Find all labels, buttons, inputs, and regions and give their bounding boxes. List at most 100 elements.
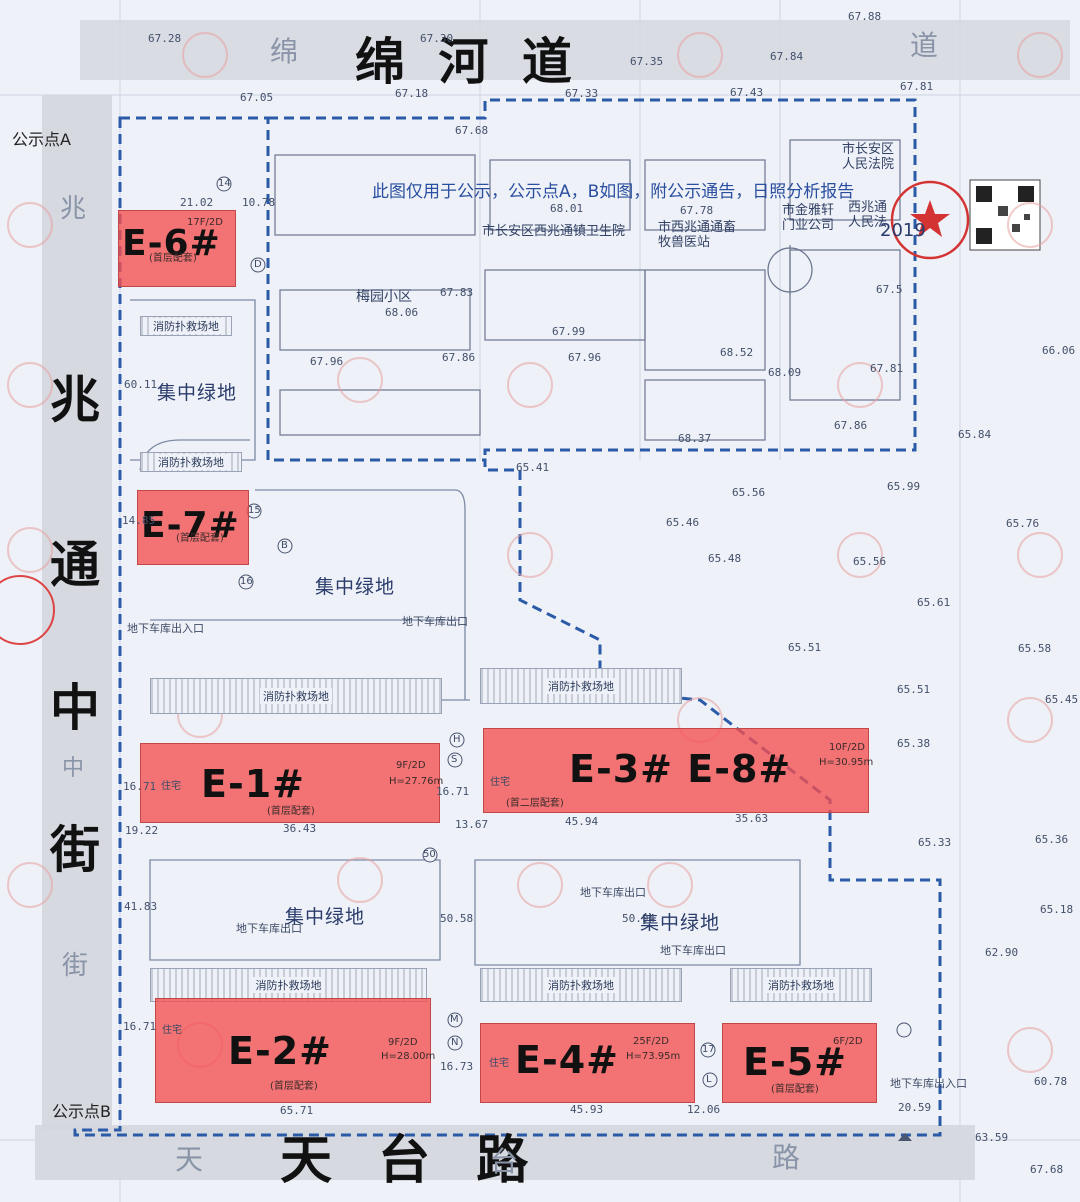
building-e4-label: E-4#: [515, 1038, 620, 1082]
place-clinic: 市长安区西兆通镇卫生院: [482, 224, 626, 239]
elevation-1: 67.28: [148, 32, 182, 45]
building-e3-residence: 住宅: [490, 777, 510, 788]
elevation-15: 68.06: [385, 306, 419, 319]
building-e5-label: E-5#: [743, 1040, 848, 1084]
elevation-18: 67.86: [442, 351, 476, 364]
elevation-6: 67.18: [395, 87, 429, 100]
grid-marker-15: 15: [248, 505, 261, 516]
fire-area-7: 消防扑救场地: [730, 968, 872, 1002]
elevation-9: 67.81: [900, 80, 934, 93]
building-e2[interactable]: 住宅 E-2# 9F/2D H=28.00m (首层配套): [155, 998, 435, 1103]
elevation-13: 67.78: [680, 204, 714, 217]
grid-marker-50: 50: [423, 849, 436, 860]
dimension-3: 60.11: [124, 378, 158, 391]
elevation-22: 67.81: [870, 362, 904, 375]
elevation-45: 66.06: [1042, 344, 1076, 357]
garage-exit-label-3: 地下车库出口: [236, 922, 302, 935]
building-e1-sub: (首层配套): [267, 806, 315, 817]
elevation-12: 68.01: [550, 202, 584, 215]
grid-marker-n: N: [451, 1037, 459, 1048]
building-e6[interactable]: E-6# 17F/2D (首层配套): [118, 210, 236, 287]
elevation-40: 65.18: [1040, 903, 1074, 916]
grid-marker-14: 14: [218, 178, 231, 189]
building-e4[interactable]: 住宅 E-4# 25F/2D H=73.95m: [480, 1023, 695, 1103]
dimension-2: 10.78: [242, 196, 276, 209]
elevation-46: 65.45: [1045, 693, 1079, 706]
site-boundary-north: [268, 98, 917, 460]
grid-markers: [216, 176, 912, 1088]
elevation-42: 60.78: [1034, 1075, 1068, 1088]
fire-area-3: 消防扑救场地: [150, 678, 442, 714]
dimension-8: 65.71: [280, 1104, 314, 1117]
garage-exit-label-4: 地下车库出口: [660, 944, 726, 957]
elevation-27: 65.56: [732, 486, 766, 499]
point-b-label: 公示点B: [52, 1102, 111, 1121]
elevation-26: 65.41: [516, 461, 550, 474]
dimension-5: 16.71: [123, 780, 157, 793]
notice-text: 此图仅用于公示，公示点A，B如图，附公示通告，日照分析报告: [372, 182, 855, 202]
elevation-17: 67.96: [310, 355, 344, 368]
dimension-17: 36.43: [283, 822, 317, 835]
elevation-14: 67.83: [440, 286, 474, 299]
building-e1[interactable]: 住宅 E-1# 9F/2D H=27.76m (首层配套): [140, 743, 443, 823]
building-e1-floors: 9F/2D: [396, 760, 426, 771]
elevation-35: 65.51: [788, 641, 822, 654]
building-e1-residence: 住宅: [161, 781, 181, 792]
grid-marker-l: L: [706, 1074, 712, 1085]
green-space-2: 集中绿地: [315, 576, 396, 598]
elevation-28: 65.46: [666, 516, 700, 529]
dimension-7: 16.71: [123, 1020, 157, 1033]
fire-area-5: 消防扑救场地: [150, 968, 427, 1002]
south-road-band: [35, 1125, 975, 1180]
garage-entrance-label-2: 地下车库出入口: [890, 1077, 967, 1090]
compass-marker: [767, 245, 813, 295]
grid-marker-d: D: [254, 259, 262, 270]
place-company: 市金雅轩门业公司: [782, 203, 835, 233]
dimension-12: 50.94: [622, 912, 656, 925]
elevation-32: 65.76: [1006, 517, 1040, 530]
dimension-19: 16.73: [440, 1060, 474, 1073]
dimension-9: 45.94: [565, 815, 599, 828]
dimension-6: 41.83: [124, 900, 158, 913]
building-e2-residence: 住宅: [162, 1025, 182, 1036]
building-e5-floors: 6F/2D: [833, 1036, 863, 1047]
elevation-2: 67.30: [420, 32, 454, 45]
elevation-29: 65.48: [708, 552, 742, 565]
elevation-37: 65.38: [897, 737, 931, 750]
elevation-47: 67.5: [876, 283, 903, 296]
building-e1-label: E-1#: [201, 762, 306, 806]
elevation-20: 68.52: [720, 346, 754, 359]
fire-area-1: 消防扑救场地: [140, 316, 232, 336]
elevation-5: 67.05: [240, 91, 274, 104]
elevation-4: 67.84: [770, 50, 804, 63]
building-e3-e8-label: E-3# E-8#: [569, 747, 792, 791]
green-space-3: 集中绿地: [285, 906, 366, 928]
building-e5[interactable]: E-5# 6F/2D (首层配套): [722, 1023, 877, 1103]
dimension-1: 21.02: [180, 196, 214, 209]
left-stamp: [0, 575, 55, 645]
building-e4-height: H=73.95m: [626, 1051, 681, 1062]
building-e4-floors: 25F/2D: [633, 1036, 669, 1047]
elevation-19: 67.96: [568, 351, 602, 364]
elevation-10: 67.88: [848, 10, 882, 23]
elevation-8: 67.43: [730, 86, 764, 99]
elevation-43: 63.59: [975, 1131, 1009, 1144]
building-e4-residence: 住宅: [489, 1058, 509, 1069]
fire-area-6: 消防扑救场地: [480, 968, 682, 1002]
building-e3-e8[interactable]: 住宅 E-3# E-8# 10F/2D H=30.95m (首二层配套): [483, 728, 873, 813]
elevation-21: 68.09: [768, 366, 802, 379]
building-e6-label: E-6#: [122, 223, 221, 264]
garage-exit-label-1: 地下车库出口: [402, 615, 468, 628]
place-meiyuan: 梅园小区: [356, 289, 412, 305]
building-e7[interactable]: E-7# (首层配套): [137, 490, 249, 565]
elevation-31: 65.99: [887, 480, 921, 493]
fire-area-4: 消防扑救场地: [480, 668, 682, 704]
building-e8-floors: 10F/2D: [829, 742, 865, 753]
garage-entrance-label: 地下车库出入口: [127, 622, 204, 635]
grid-marker-17: 17: [702, 1044, 715, 1055]
building-e5-sub: (首层配套): [771, 1084, 819, 1095]
grid-marker-s: S: [451, 754, 458, 765]
building-e6-sub: (首层配套): [149, 253, 197, 264]
elevation-24: 68.37: [678, 432, 712, 445]
